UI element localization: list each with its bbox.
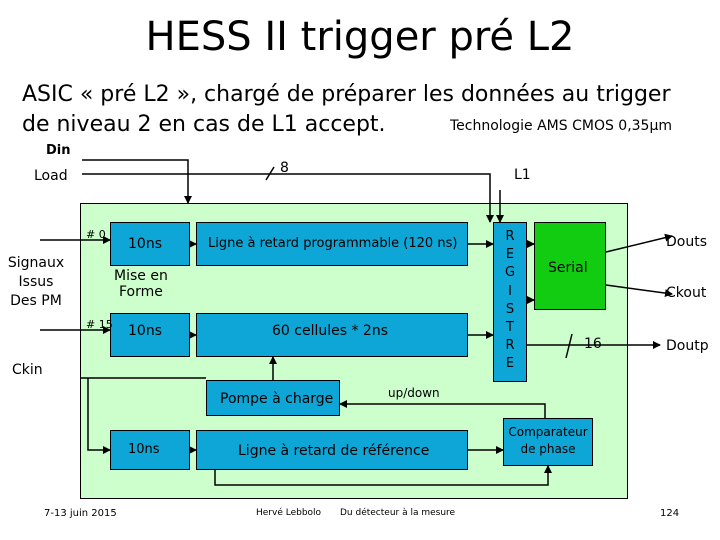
register-block (493, 222, 527, 382)
charge-pump-block (206, 380, 340, 416)
updown-label: up/down (388, 386, 440, 400)
bus-slash-16 (565, 333, 573, 359)
cells-delay-line (196, 313, 468, 357)
subtitle-line-2: de niveau 2 en cas de L1 accept. (22, 112, 386, 137)
serial-block (534, 222, 606, 310)
serial-label: Serial (548, 260, 588, 276)
delay-block-1-label: 10ns (128, 236, 162, 252)
ckin-label: Ckin (12, 362, 43, 378)
load-label: Load (34, 168, 68, 184)
inputs-label: Signaux Issus Des PM (7, 255, 65, 309)
ref-tap-wire (214, 465, 552, 486)
din-wire (82, 159, 192, 204)
l1-label: L1 (514, 167, 531, 183)
douts-output-label: Douts (666, 234, 708, 250)
slide-title: HESS II trigger pré L2 (145, 14, 575, 60)
footer-event: Du détecteur à la mesure (340, 508, 456, 518)
bus-width-16-label: 16 (584, 336, 602, 352)
delay-block-3 (110, 430, 190, 470)
din-label: Din (46, 143, 71, 158)
delay-block-2-label: 10ns (128, 323, 162, 339)
bus-slash-8 (265, 166, 275, 181)
bus-width-8-label: 8 (280, 160, 289, 176)
programmable-delay-line (196, 222, 468, 266)
updown-wire (339, 400, 546, 418)
channel-15-label: # 15 (86, 318, 113, 331)
footer-page-number: 124 (660, 508, 680, 519)
channel-0-label: # 0 (86, 228, 106, 241)
technology-note: Technologie AMS CMOS 0,35μm (450, 118, 673, 134)
ckout-output-label: Ckout (666, 285, 707, 301)
programmable-delay-label: Ligne à retard programmable (120 ns) (208, 236, 458, 251)
cells-delay-label: 60 cellules * 2ns (272, 323, 388, 339)
reference-delay-label: Ligne à retard de référence (238, 443, 430, 459)
ckout-wire (605, 284, 673, 298)
load-wire (82, 173, 494, 223)
footer-author: Hervé Lebbolo (256, 508, 322, 518)
phase-comparator-block (503, 418, 593, 466)
shaper-label: Mise en Forme (114, 268, 168, 300)
doutp-output-label: Doutp (666, 338, 709, 354)
ckin-to-delay3-wire (87, 378, 111, 454)
register-label: R E G I S T R E (504, 229, 516, 372)
delay-block-1 (110, 222, 190, 266)
subtitle-line-1: ASIC « pré L2 », chargé de préparer les … (22, 82, 671, 107)
footer-date: 7-13 juin 2015 (44, 508, 117, 519)
delay-block-3-label: 10ns (128, 442, 160, 457)
phase-comparator-label: Comparateur de phase (508, 425, 588, 456)
douts-wire (605, 233, 673, 253)
charge-pump-label: Pompe à charge (220, 391, 334, 407)
